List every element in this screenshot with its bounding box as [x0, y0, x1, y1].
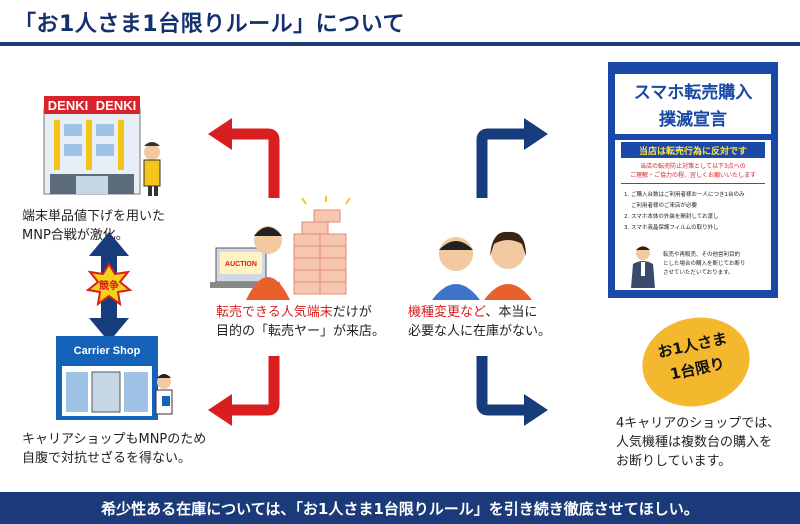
title-underline: [0, 42, 800, 46]
customers-caption: 機種変更など、本当に 必要な人に在庫がない。: [408, 303, 551, 341]
poster-footer-note: 転売や再販売、その他営利目的 とした場合の購入を断じてお断り させていただいてお…: [663, 251, 767, 278]
poster-headline-2: 撲滅宣言: [659, 110, 727, 130]
poster-divider: [621, 183, 765, 184]
carrier-caption: キャリアショップもMNPのため 自腹で対抗せざるを得ない。: [22, 430, 206, 468]
poster-header: スマホ転売購入 撲滅宣言: [615, 74, 771, 134]
competition-label: 競争: [99, 279, 119, 292]
staff-bowing-illustration: [631, 246, 655, 288]
reseller-caption-highlight: 転売できる人気端末: [216, 305, 333, 320]
poster-footer-line-1: 転売や再販売、その他営利目的: [663, 252, 741, 258]
reseller-caption-rest: だけが: [332, 305, 372, 320]
store-sign-text-2: DENKI: [96, 98, 136, 113]
burst-icon: [85, 262, 133, 307]
poster-headline-1: スマホ転売購入: [633, 83, 753, 103]
red-arrow-up-icon: [208, 118, 280, 198]
customers-caption-highlight: 機種変更など: [408, 305, 486, 320]
poster-body: 当店は転売行為に反対です 当店の転売防止対策として以下3点への ご理解・ご協力の…: [615, 140, 771, 290]
customers-caption-rest: 、本当に: [485, 305, 538, 320]
store-caption-line-1: 端末単品値下げを用いた: [22, 209, 166, 224]
poster-note: 当店の転売防止対策として以下3点への ご理解・ご協力の程、宜しくお願いいたします: [621, 162, 765, 180]
poster-rule-3: 3. スマホ液晶保護フィルムの取り外し: [624, 225, 719, 231]
store-sign-text-1: DENKI: [48, 98, 88, 113]
blue-arrow-up-icon: [476, 118, 548, 198]
poster-footer-line-2: とした場合の購入を断じてお断り: [663, 261, 746, 267]
anti-resale-poster: スマホ転売購入 撲滅宣言 当店は転売行為に反対です 当店の転売防止対策として以下…: [608, 62, 778, 298]
blue-arrow-down-icon: [476, 356, 548, 426]
frustrated-customers-illustration: [432, 231, 532, 300]
one-per-person-badge: お1人さま 1台限り: [634, 307, 758, 417]
carriers-policy-caption: 4キャリアのショップでは、 人気機種は複数台の購入を お断りしています。: [616, 414, 780, 471]
carriers-policy-line-3: お断りしています。: [616, 454, 732, 469]
carriers-policy-line-2: 人気機種は複数台の購入を: [616, 435, 773, 450]
poster-note-line-1: 当店の転売防止対策として以下3点への: [640, 163, 746, 170]
poster-rule-2: 2. スマホ本体の外装を開封してお渡し: [624, 214, 719, 220]
footer-banner: 希少性ある在庫については、「お1人さま1台限りルール」を引き続き徹底させてほしい…: [0, 492, 800, 524]
carrier-shop-sign: Carrier Shop: [60, 342, 154, 360]
reseller-illustration: AUCTION: [210, 196, 351, 300]
carrier-caption-line-1: キャリアショップもMNPのため: [22, 432, 207, 447]
page-title: 「お1人さま1台限りルール」について: [14, 12, 405, 37]
poster-note-line-2: ご理解・ご協力の程、宜しくお願いいたします: [629, 172, 756, 179]
electronics-store-illustration: DENKI DENKI: [38, 88, 170, 200]
red-arrow-down-icon: [208, 356, 280, 426]
poster-rule-1: 1. ご購入台数はご利用者様お一人につき1台のみ: [624, 192, 745, 198]
poster-rules-list: 1. ご購入台数はご利用者様お一人につき1台のみ ご利用者様のご来店が必要 2.…: [624, 190, 766, 234]
reseller-caption: 転売できる人気端末だけが 目的の「転売ヤー」が来店。: [216, 303, 385, 341]
poster-footer-line-3: させていただいております。: [663, 270, 734, 276]
poster-subhead: 当店は転売行為に反対です: [621, 142, 765, 158]
carrier-shop-illustration: Carrier Shop: [52, 332, 182, 422]
carrier-caption-line-2: 自腹で対抗せざるを得ない。: [22, 451, 192, 466]
competition-arrows: 競争: [78, 228, 140, 346]
reseller-caption-line-2: 目的の「転売ヤー」が来店。: [216, 324, 386, 339]
poster-rule-1-detail: ご利用者様のご来店が必要: [631, 203, 698, 209]
store-caption-line-2: MNP合戦が激化。: [22, 228, 129, 243]
auction-label: AUCTION: [225, 261, 257, 268]
carriers-policy-line-1: 4キャリアのショップでは、: [616, 416, 781, 431]
store-caption: 端末単品値下げを用いた MNP合戦が激化。: [22, 207, 165, 245]
customers-caption-line-2: 必要な人に在庫がない。: [408, 324, 552, 339]
